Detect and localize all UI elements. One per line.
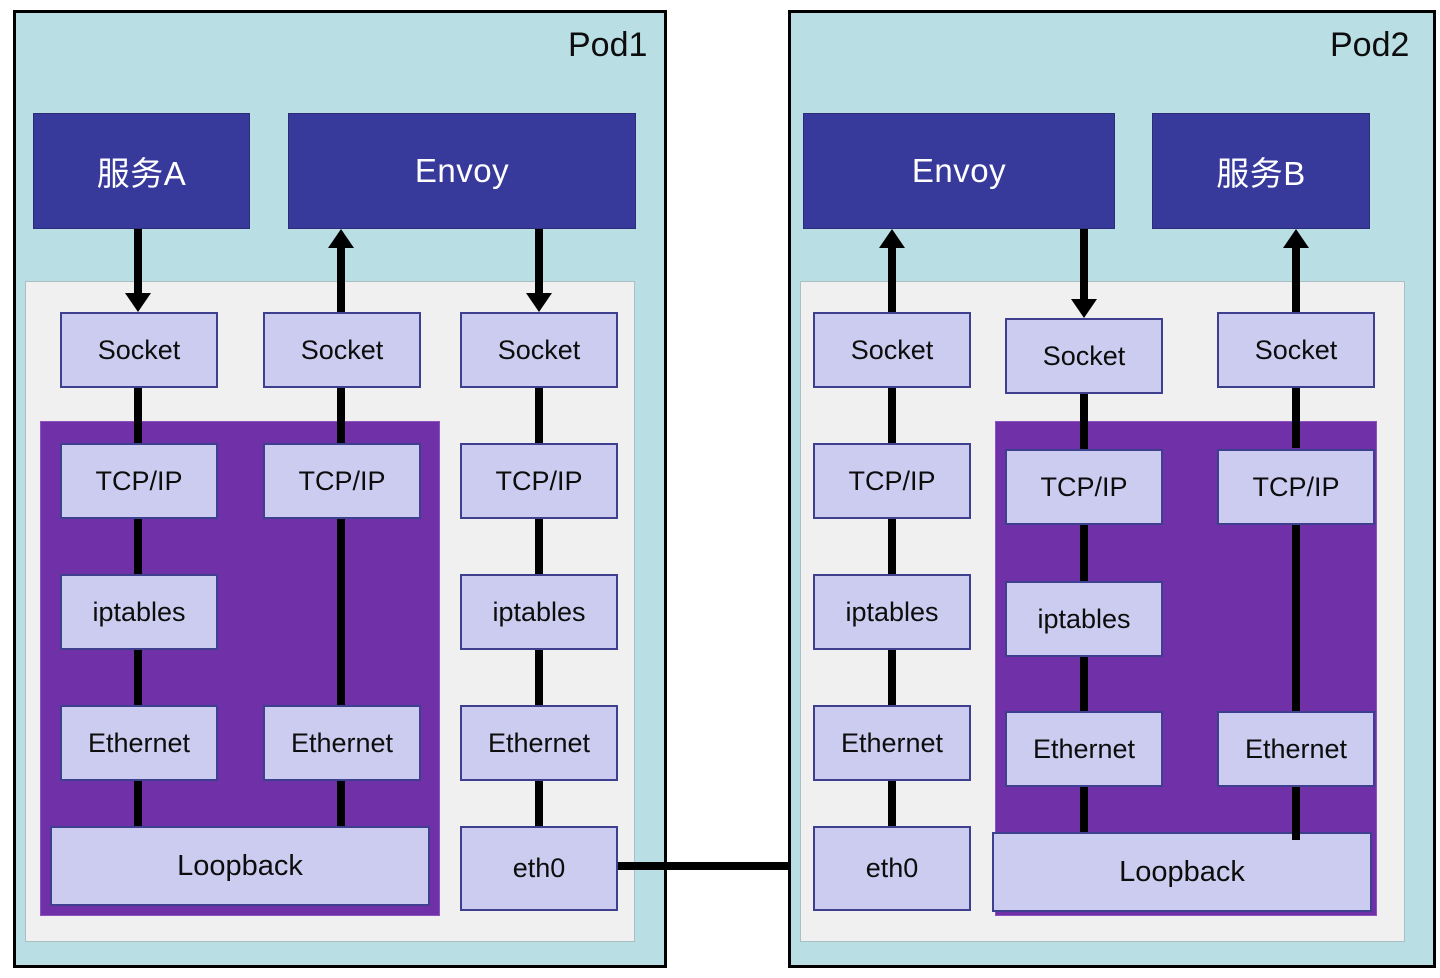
node-pod1-c1-ethernet[interactable]: Ethernet <box>60 705 218 781</box>
node-pod2-c3-tcpip[interactable]: TCP/IP <box>1217 449 1375 525</box>
arrow-head-pod1-socket-to-envoy <box>328 229 354 248</box>
connector-pod1-c3-iptables-ethernet <box>535 648 543 710</box>
connector-pod1-c1-socket-tcpip <box>134 386 142 448</box>
node-pod2-c2-ethernet[interactable]: Ethernet <box>1005 711 1163 787</box>
connector-pod1-c2-tcpip-ethernet <box>337 516 345 710</box>
node-pod2-c2-tcpip[interactable]: TCP/IP <box>1005 449 1163 525</box>
connector-pod2-c2-tcpip-iptables <box>1080 522 1088 584</box>
arrow-line-pod1-envoy-to-socket <box>535 229 543 295</box>
connector-pod2-c3-tcpip-ethernet <box>1292 522 1300 712</box>
connector-pod2-c1-ethernet-eth0 <box>888 778 896 830</box>
node-pod1-c2-ethernet[interactable]: Ethernet <box>263 705 421 781</box>
app-box-envoy-pod2[interactable]: Envoy <box>803 113 1115 229</box>
node-pod2-eth0[interactable]: eth0 <box>813 826 971 911</box>
arrow-line-pod1-socket-to-envoy <box>337 248 345 312</box>
node-pod2-c1-ethernet[interactable]: Ethernet <box>813 705 971 781</box>
arrow-line-pod2-socket-to-envoy <box>888 248 896 312</box>
connector-pod2-c1-iptables-ethernet <box>888 648 896 710</box>
arrow-line-pod2-envoy-to-socket <box>1080 229 1088 301</box>
connector-pod1-c3-tcpip-iptables <box>535 516 543 578</box>
node-pod1-c1-iptables[interactable]: iptables <box>60 574 218 650</box>
connector-pod1-c1-ethernet-loopback <box>134 778 142 840</box>
arrow-head-pod2-socket-to-envoy <box>879 229 905 248</box>
connector-pod1-c3-ethernet-eth0 <box>535 778 543 830</box>
node-pod1-c3-socket[interactable]: Socket <box>460 312 618 388</box>
connector-pod2-c2-socket-tcpip <box>1080 392 1088 452</box>
connector-pod2-c1-tcpip-iptables <box>888 516 896 578</box>
node-pod2-c2-socket[interactable]: Socket <box>1005 318 1163 394</box>
node-pod2-c1-socket[interactable]: Socket <box>813 312 971 388</box>
node-pod1-c1-tcpip[interactable]: TCP/IP <box>60 443 218 519</box>
node-pod1-c2-socket[interactable]: Socket <box>263 312 421 388</box>
pod-label-pod2: Pod2 <box>1330 26 1410 64</box>
app-box-service-b[interactable]: 服务B <box>1152 113 1370 229</box>
arrow-line-pod1-service-a-to-socket <box>134 229 142 295</box>
connector-pod1-c1-iptables-ethernet <box>134 648 142 710</box>
node-pod2-loopback[interactable]: Loopback <box>992 832 1372 912</box>
node-pod2-c3-ethernet[interactable]: Ethernet <box>1217 711 1375 787</box>
arrow-head-pod2-socket-to-service-b <box>1283 229 1309 248</box>
pod-label-pod1: Pod1 <box>568 26 648 64</box>
app-box-service-a[interactable]: 服务A <box>33 113 250 229</box>
connector-pod1-c2-ethernet-loopback <box>337 778 345 840</box>
arrow-line-pod2-socket-to-service-b <box>1292 248 1300 318</box>
node-pod2-c2-iptables[interactable]: iptables <box>1005 581 1163 657</box>
node-pod1-c1-socket[interactable]: Socket <box>60 312 218 388</box>
arrow-head-pod1-envoy-to-socket <box>526 293 552 312</box>
node-pod2-c3-socket[interactable]: Socket <box>1217 312 1375 388</box>
node-pod1-c3-iptables[interactable]: iptables <box>460 574 618 650</box>
arrow-head-pod1-service-a-to-socket <box>125 293 151 312</box>
node-pod1-eth0[interactable]: eth0 <box>460 826 618 911</box>
connector-pod2-c3-ethernet-loopback <box>1292 784 1300 840</box>
node-pod1-loopback[interactable]: Loopback <box>50 826 430 906</box>
node-pod1-c3-ethernet[interactable]: Ethernet <box>460 705 618 781</box>
connector-pod2-c2-iptables-ethernet <box>1080 654 1088 712</box>
node-pod1-c3-tcpip[interactable]: TCP/IP <box>460 443 618 519</box>
connector-pod1-c1-tcpip-iptables <box>134 516 142 578</box>
node-pod2-c1-iptables[interactable]: iptables <box>813 574 971 650</box>
connector-pod1-c3-socket-tcpip <box>535 386 543 448</box>
connector-pod2-c3-socket-tcpip <box>1292 386 1300 448</box>
connector-pod2-c1-socket-tcpip <box>888 386 896 448</box>
connector-pod2-c2-ethernet-loopback <box>1080 784 1088 840</box>
connector-pod1-c2-socket-tcpip <box>337 386 345 448</box>
app-box-envoy-pod1[interactable]: Envoy <box>288 113 636 229</box>
arrow-line-pod1-eth0-to-pod2-eth0 <box>618 862 796 870</box>
node-pod1-c2-tcpip[interactable]: TCP/IP <box>263 443 421 519</box>
node-pod2-c1-tcpip[interactable]: TCP/IP <box>813 443 971 519</box>
arrow-head-pod2-envoy-to-socket <box>1071 299 1097 318</box>
